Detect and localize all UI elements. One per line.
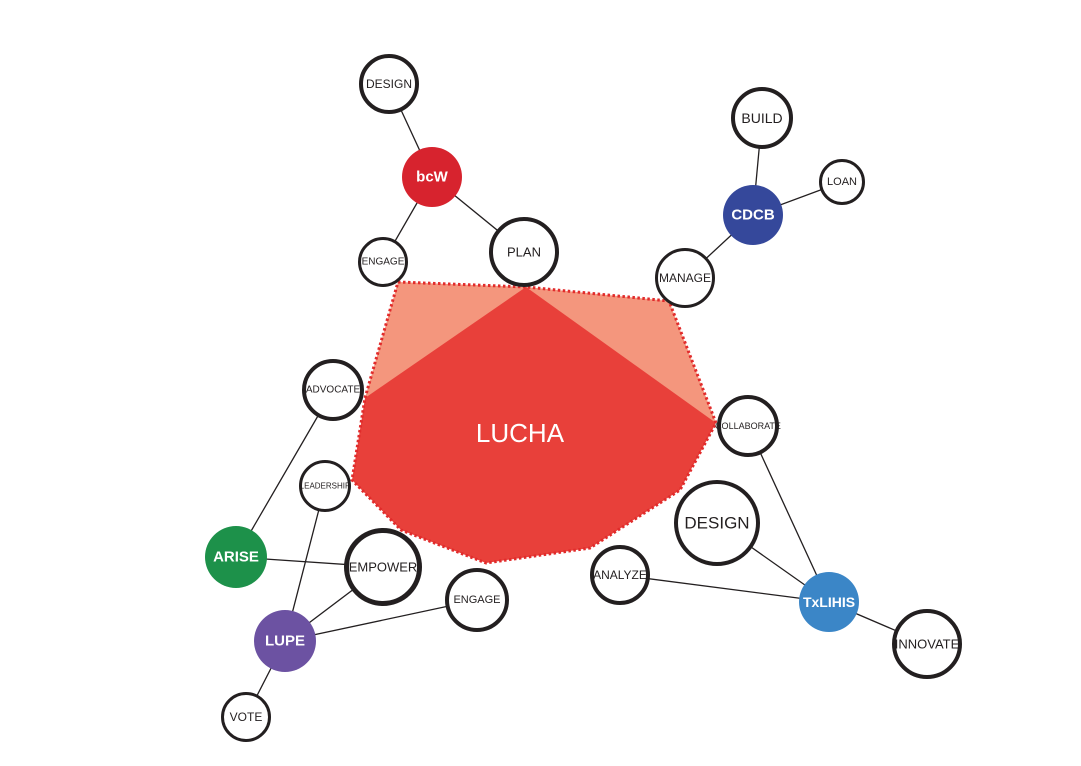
- activity-circle-analyze: [590, 545, 650, 605]
- org-node-bcw: bcW: [402, 147, 462, 207]
- org-circle-bcw: [402, 147, 462, 207]
- org-label-bcw: bcW: [416, 169, 449, 186]
- activity-node-innovate: INNOVATE: [892, 609, 962, 679]
- org-label-txlihis: TxLIHIS: [803, 594, 855, 610]
- org-circle-cdcb: [723, 185, 783, 245]
- activity-label-manage: MANAGE: [659, 271, 711, 285]
- activity-label-design-right: DESIGN: [684, 514, 749, 533]
- activity-label-leadership: LEADERSHIP: [300, 482, 351, 491]
- activity-label-analyze: ANALYZE: [593, 568, 647, 582]
- activity-circle-design-right: [674, 480, 760, 566]
- activity-node-empower: EMPOWER: [344, 528, 422, 606]
- org-node-txlihis: TxLIHIS: [799, 572, 859, 632]
- edge-analyze-txlihis: [619, 574, 830, 603]
- activity-node-manage: MANAGE: [655, 248, 715, 308]
- activity-node-analyze: ANALYZE: [590, 545, 650, 605]
- activity-circle-leadership: [299, 460, 351, 512]
- nodes: DESIGN bcW ENGAGE PLAN BUILD LOAN CDCB MANAGE AD…: [205, 54, 962, 742]
- org-node-arise: ARISE: [205, 526, 267, 588]
- org-circle-txlihis: [799, 572, 859, 632]
- activity-node-leadership: LEADERSHIP: [299, 460, 351, 512]
- org-circle-arise: [205, 526, 267, 588]
- activity-node-vote: VOTE: [221, 692, 271, 742]
- activity-circle-engage-bottom: [445, 568, 509, 632]
- org-label-arise: ARISE: [213, 549, 259, 566]
- hub-dotted-outline: [350, 280, 718, 565]
- edge-lupe-engage-bottom: [284, 599, 478, 642]
- activity-node-engage-top: ENGAGE: [358, 237, 408, 287]
- lucha-hub: LUCHA: [350, 280, 718, 565]
- activity-label-build: BUILD: [741, 110, 782, 126]
- activity-label-loan: LOAN: [827, 176, 857, 188]
- activity-label-plan: PLAN: [507, 245, 541, 260]
- activity-circle-engage-top: [358, 237, 408, 287]
- activity-node-advocate: ADVOCATE: [302, 359, 364, 421]
- activity-label-empower: EMPOWER: [349, 560, 418, 575]
- activity-node-build: BUILD: [731, 87, 793, 149]
- activity-node-engage-bottom: ENGAGE: [445, 568, 509, 632]
- activity-circle-build: [731, 87, 793, 149]
- activity-label-collaborate: COLLABORATE: [715, 421, 781, 431]
- activity-node-loan: LOAN: [819, 159, 865, 205]
- org-circle-lupe: [254, 610, 316, 672]
- activity-circle-plan: [489, 217, 559, 287]
- activity-label-engage-bottom: ENGAGE: [453, 594, 500, 606]
- activity-circle-empower: [344, 528, 422, 606]
- hub-main-region: [352, 287, 716, 563]
- hub-label: LUCHA: [476, 418, 565, 448]
- edge-advocate-arise: [235, 389, 334, 558]
- activity-circle-vote: [221, 692, 271, 742]
- activity-label-vote: VOTE: [230, 710, 263, 724]
- activity-node-design-top: DESIGN: [359, 54, 419, 114]
- activity-label-engage-top: ENGAGE: [362, 257, 405, 268]
- activity-node-plan: PLAN: [489, 217, 559, 287]
- activity-label-innovate: INNOVATE: [895, 637, 960, 652]
- edge-collaborate-txlihis: [747, 425, 830, 603]
- activity-circle-design-top: [359, 54, 419, 114]
- activity-label-design-top: DESIGN: [366, 77, 412, 91]
- activity-circle-advocate: [302, 359, 364, 421]
- activity-node-design-right: DESIGN: [674, 480, 760, 566]
- activity-label-advocate: ADVOCATE: [306, 385, 361, 396]
- org-label-lupe: LUPE: [265, 633, 305, 650]
- org-node-cdcb: CDCB: [723, 185, 783, 245]
- org-node-lupe: LUPE: [254, 610, 316, 672]
- org-label-cdcb: CDCB: [731, 207, 774, 224]
- activity-circle-loan: [819, 159, 865, 205]
- activity-circle-manage: [655, 248, 715, 308]
- activity-circle-collaborate: [717, 395, 779, 457]
- activity-node-collaborate: COLLABORATE: [715, 395, 781, 457]
- activity-circle-innovate: [892, 609, 962, 679]
